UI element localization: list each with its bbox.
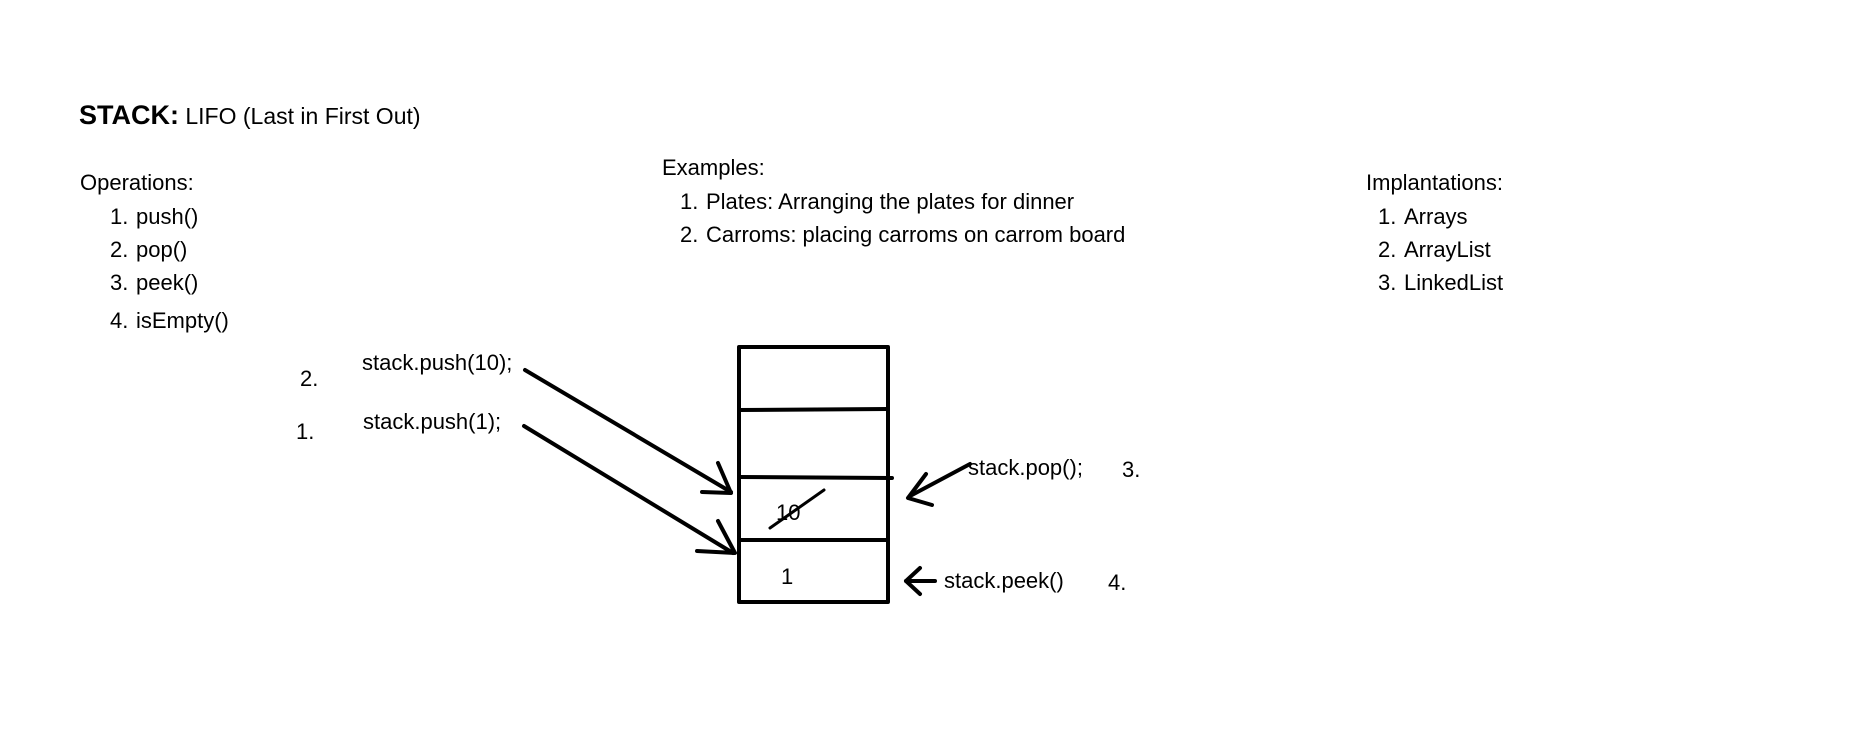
implementations-heading: Implantations:: [1366, 170, 1503, 195]
peek-arrowhead: [904, 566, 922, 596]
step-label-push10: 2.: [300, 366, 319, 391]
list-item: 3.peek(): [110, 270, 199, 295]
code-push1: stack.push(1);: [363, 409, 502, 434]
list-item: 1.push(): [110, 204, 199, 229]
push1-arrowhead: [695, 519, 737, 555]
list-item: 2.ArrayList: [1378, 237, 1491, 262]
implementations-list: 1.Arrays 2.ArrayList 3.LinkedList: [1378, 200, 1503, 299]
list-item: 1.Plates: Arranging the plates for dinne…: [680, 189, 1075, 214]
popped-strike: [768, 488, 826, 530]
code-push10: stack.push(10);: [362, 350, 513, 375]
pop-arrowhead: [906, 472, 934, 507]
page-title: STACK: LIFO (Last in First Out): [79, 100, 421, 131]
list-item: 4.isEmpty(): [110, 308, 229, 333]
operations-section: Operations: 1.push() 2.pop() 3.peek() 4.…: [80, 170, 229, 337]
step-label-peek: 4.: [1108, 570, 1127, 595]
push10-arrow: [523, 368, 733, 494]
pop-arrow: [908, 462, 972, 498]
examples-heading: Examples:: [662, 155, 765, 180]
step-label-pop: 3.: [1122, 457, 1141, 482]
title-bold: STACK:: [79, 100, 179, 130]
stack-divider: [737, 475, 894, 480]
list-item: 1.Arrays: [1378, 204, 1468, 229]
stack-divider: [737, 407, 890, 412]
list-item: 2.pop(): [110, 237, 188, 262]
stack-cell-popped-value: 10: [776, 500, 801, 525]
examples-list: 1.Plates: Arranging the plates for dinne…: [680, 185, 1125, 251]
list-item: 3.LinkedList: [1378, 270, 1504, 295]
push10-arrowhead: [700, 461, 733, 495]
title-subtitle: LIFO (Last in First Out): [185, 103, 421, 129]
stack-container: [737, 345, 890, 604]
code-peek: stack.peek(): [944, 568, 1064, 593]
operations-list: 1.push() 2.pop() 3.peek() 4.isEmpty(): [110, 200, 229, 337]
implementations-section: Implantations: 1.Arrays 2.ArrayList 3.Li…: [1366, 170, 1503, 299]
stack-cell-bottom-value: 1: [781, 564, 794, 589]
list-item: 2.Carroms: placing carroms on carrom boa…: [680, 222, 1126, 247]
examples-section: Examples: 1.Plates: Arranging the plates…: [662, 155, 1125, 251]
step-label-push1: 1.: [296, 419, 315, 444]
push1-arrow: [522, 424, 735, 555]
operations-heading: Operations:: [80, 170, 194, 195]
code-pop: stack.pop();: [968, 455, 1083, 480]
